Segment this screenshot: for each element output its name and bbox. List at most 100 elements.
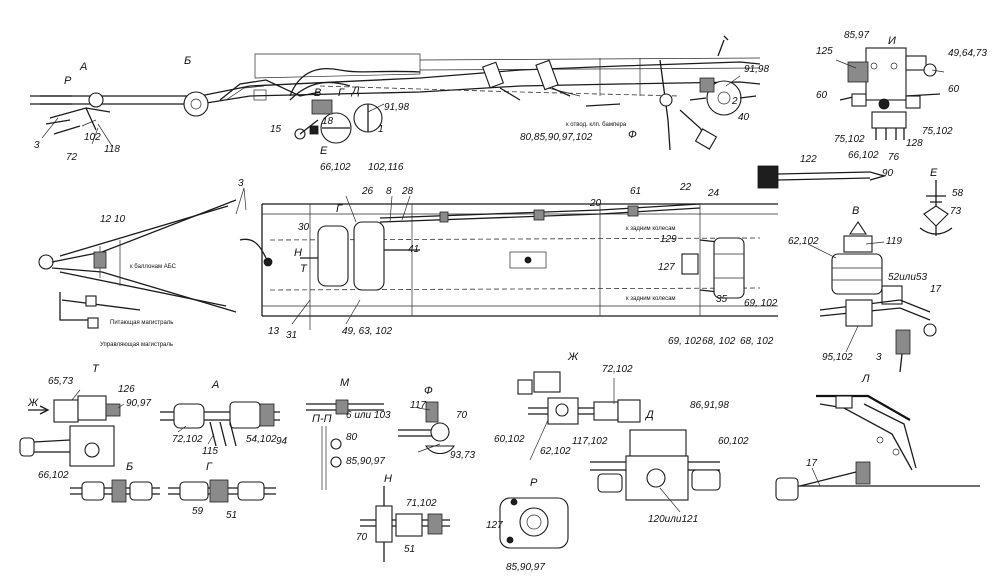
label-72-102-b: 72,102	[602, 364, 633, 375]
label-118: 118	[104, 144, 120, 155]
label-13: 13	[268, 326, 280, 337]
section-I: И	[888, 35, 896, 47]
label-68-102-b: 68, 102	[740, 336, 774, 347]
detail-T	[19, 395, 121, 467]
label-17-b: 17	[806, 458, 818, 469]
label-71-102: 71,102	[406, 498, 437, 509]
detail-A	[160, 401, 280, 447]
section-PP: П-П	[312, 413, 332, 425]
label-62-102-a: 62,102	[788, 236, 819, 247]
section-V-top: В	[314, 87, 321, 99]
label-94: 94	[276, 436, 288, 447]
label-17-a: 17	[930, 284, 942, 295]
label-85-90-97-b: 85,90,97	[506, 562, 545, 573]
label-18: 18	[322, 116, 334, 127]
label-66-102-c: 66,102	[38, 470, 69, 481]
detail-Zh	[517, 371, 641, 425]
section-letters: А Р Б В Г Д Ф И Е Е В Г Н Т Т А Б Г М П-…	[27, 35, 938, 489]
label-26: 26	[361, 186, 374, 197]
label-80-85-90-97-102: 80,85,90,97,102	[520, 132, 593, 143]
section-F-top: Ф	[628, 129, 637, 141]
label-28: 28	[401, 186, 414, 197]
note-rear-wheels-2: к задним колесам	[626, 296, 676, 302]
label-70-b: 70	[356, 532, 368, 543]
label-91-98-b: 91,98	[744, 64, 769, 75]
label-61: 61	[630, 186, 641, 197]
label-117-a: 117	[410, 400, 426, 411]
label-90-a: 90	[882, 168, 894, 179]
label-93-73: 93,73	[450, 450, 475, 461]
section-M: М	[340, 377, 350, 389]
label-65-73: 65,73	[48, 376, 73, 387]
label-90-97: 90,97	[126, 398, 151, 409]
label-85-97-a: 85,97	[844, 30, 869, 41]
leader-lines	[41, 59, 945, 513]
section-G-mid: Г	[336, 203, 343, 215]
label-76: 76	[888, 152, 900, 163]
detail-L	[775, 394, 980, 501]
section-T: Т	[92, 363, 100, 375]
note-to-cylinders: к баллонам АБС	[130, 264, 177, 270]
section-Zh-arrow: Ж	[27, 397, 39, 409]
side-view	[30, 35, 761, 151]
section-E-mid: Е	[320, 145, 328, 157]
label-60-a: 60	[816, 90, 828, 101]
section-B-top: Б	[184, 55, 191, 67]
label-119: 119	[886, 236, 902, 247]
label-69-102-a: 69, 102	[744, 298, 778, 309]
label-127-b: 127	[486, 520, 503, 531]
label-75-102-b: 75,102	[922, 126, 953, 137]
note-supply-line: Питающая магистраль	[110, 320, 173, 326]
section-V-mid: В	[852, 205, 859, 217]
section-D-top: Д	[350, 85, 360, 97]
label-24: 24	[707, 188, 720, 199]
label-52-or-53: 52или53	[888, 272, 927, 283]
label-129: 129	[660, 234, 677, 245]
label-62-102-b: 62,102	[540, 446, 571, 457]
label-22: 22	[679, 182, 692, 193]
label-85-90-97-a: 85,90,97	[346, 456, 385, 467]
label-102-116: 102,116	[368, 162, 404, 173]
label-91-98-a: 91,98	[384, 102, 409, 113]
label-31: 31	[286, 330, 297, 341]
section-A-top: А	[79, 61, 87, 73]
label-15: 15	[270, 124, 282, 135]
label-41: 41	[408, 244, 419, 255]
label-126: 126	[118, 384, 135, 395]
label-66-102-a: 66,102	[320, 162, 351, 173]
label-72-102-a: 72,102	[172, 434, 203, 445]
label-70-a: 70	[456, 410, 468, 421]
label-6-or-103: 6 или 103	[346, 410, 391, 421]
detail-R	[499, 497, 569, 549]
section-R-top: Р	[64, 75, 72, 87]
detail-N	[360, 486, 450, 562]
detail-G	[168, 479, 276, 503]
hose-122	[757, 165, 887, 189]
label-3-b: 3	[876, 352, 882, 363]
label-12: 12	[100, 214, 112, 225]
label-86-91-98: 86,91,98	[690, 400, 729, 411]
label-69-102-b: 69, 102	[668, 336, 702, 347]
section-B: Б	[126, 461, 133, 473]
label-8: 8	[386, 186, 392, 197]
label-35: 35	[716, 294, 728, 305]
label-122: 122	[800, 154, 817, 165]
label-49-63-102: 49, 63, 102	[342, 326, 392, 337]
section-T-mid: Т	[300, 263, 308, 275]
label-58: 58	[952, 188, 964, 199]
label-20: 20	[589, 198, 602, 209]
label-51-b: 51	[404, 544, 415, 555]
label-59: 59	[192, 506, 204, 517]
section-N: Н	[384, 473, 392, 485]
label-75-102-a: 75,102	[834, 134, 865, 145]
label-120-or-121: 120или121	[648, 514, 698, 525]
section-R: Р	[530, 477, 538, 489]
section-E-detail	[919, 180, 953, 236]
label-10: 10	[114, 214, 126, 225]
detail-D	[590, 429, 721, 501]
detail-B	[70, 479, 160, 503]
section-F: Ф	[424, 385, 433, 397]
note-control-line: Управляющая магистраль	[100, 342, 173, 348]
label-49-64-73: 49,64,73	[948, 48, 987, 59]
